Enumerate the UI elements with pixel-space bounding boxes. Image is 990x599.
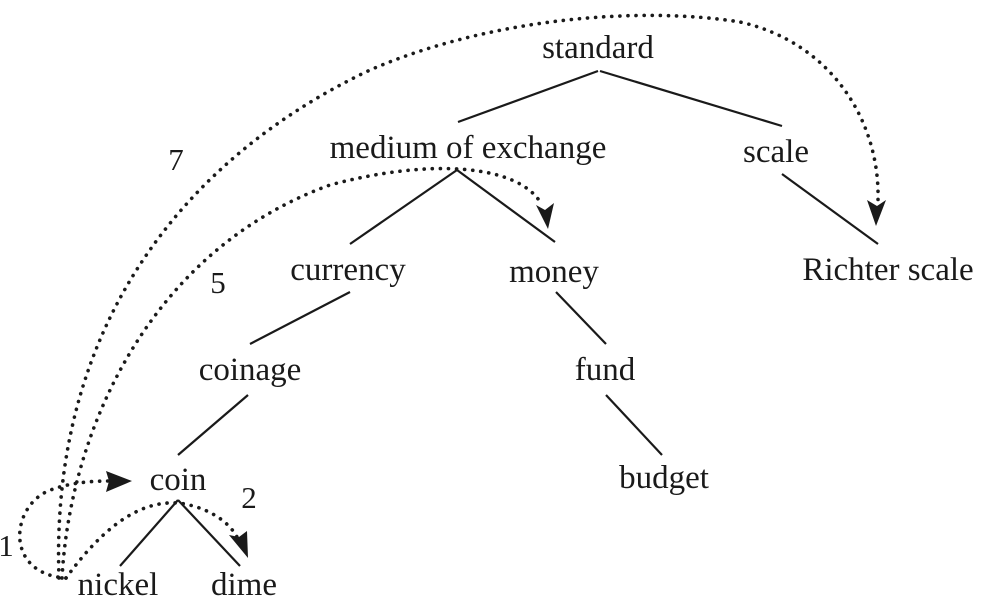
node-coin: coin	[150, 462, 207, 498]
edge-coin-nickel	[119, 499, 179, 567]
node-currency: currency	[290, 252, 406, 288]
traversal-paths	[17, 13, 886, 580]
edge-medium-of-exchange-money	[456, 169, 556, 243]
node-scale: scale	[743, 134, 809, 170]
edge-medium-of-exchange-currency	[349, 169, 458, 245]
node-standard: standard	[542, 30, 654, 66]
node-coinage: coinage	[199, 352, 302, 388]
edge-scale-richter-scale	[781, 173, 879, 245]
edge-standard-medium-of-exchange	[457, 69, 599, 124]
tree-nodes: standard medium of exchange scale curren…	[78, 30, 974, 599]
edge-fund-budget	[605, 394, 663, 456]
node-dime: dime	[211, 567, 277, 599]
path-1-arrowhead	[106, 471, 132, 492]
path-2-arrowhead	[229, 531, 248, 558]
path-label-7: 7	[168, 142, 184, 177]
edge-coin-dime	[177, 499, 241, 567]
edge-money-fund	[555, 291, 607, 345]
node-money: money	[509, 254, 599, 290]
path-7-arrowhead	[867, 200, 886, 226]
edge-standard-scale	[599, 69, 783, 128]
node-richter-scale: Richter scale	[802, 252, 973, 288]
path-2-nickel-to-dime	[64, 501, 239, 580]
node-nickel: nickel	[78, 567, 159, 599]
path-label-5: 5	[210, 265, 226, 300]
node-fund: fund	[575, 352, 636, 388]
node-medium-of-exchange: medium of exchange	[330, 130, 607, 166]
node-budget: budget	[619, 460, 709, 496]
path-label-1: 1	[0, 528, 14, 563]
tree-edges	[119, 69, 879, 567]
path-7-nickel-to-richter-scale	[56, 13, 880, 580]
edge-coinage-coin	[177, 394, 249, 456]
path-5-nickel-to-money	[60, 166, 544, 580]
path-5-arrowhead	[536, 203, 554, 229]
path-labels: 1 2 5 7	[0, 142, 257, 563]
path-label-2: 2	[241, 480, 257, 515]
edge-currency-coinage	[249, 291, 351, 345]
